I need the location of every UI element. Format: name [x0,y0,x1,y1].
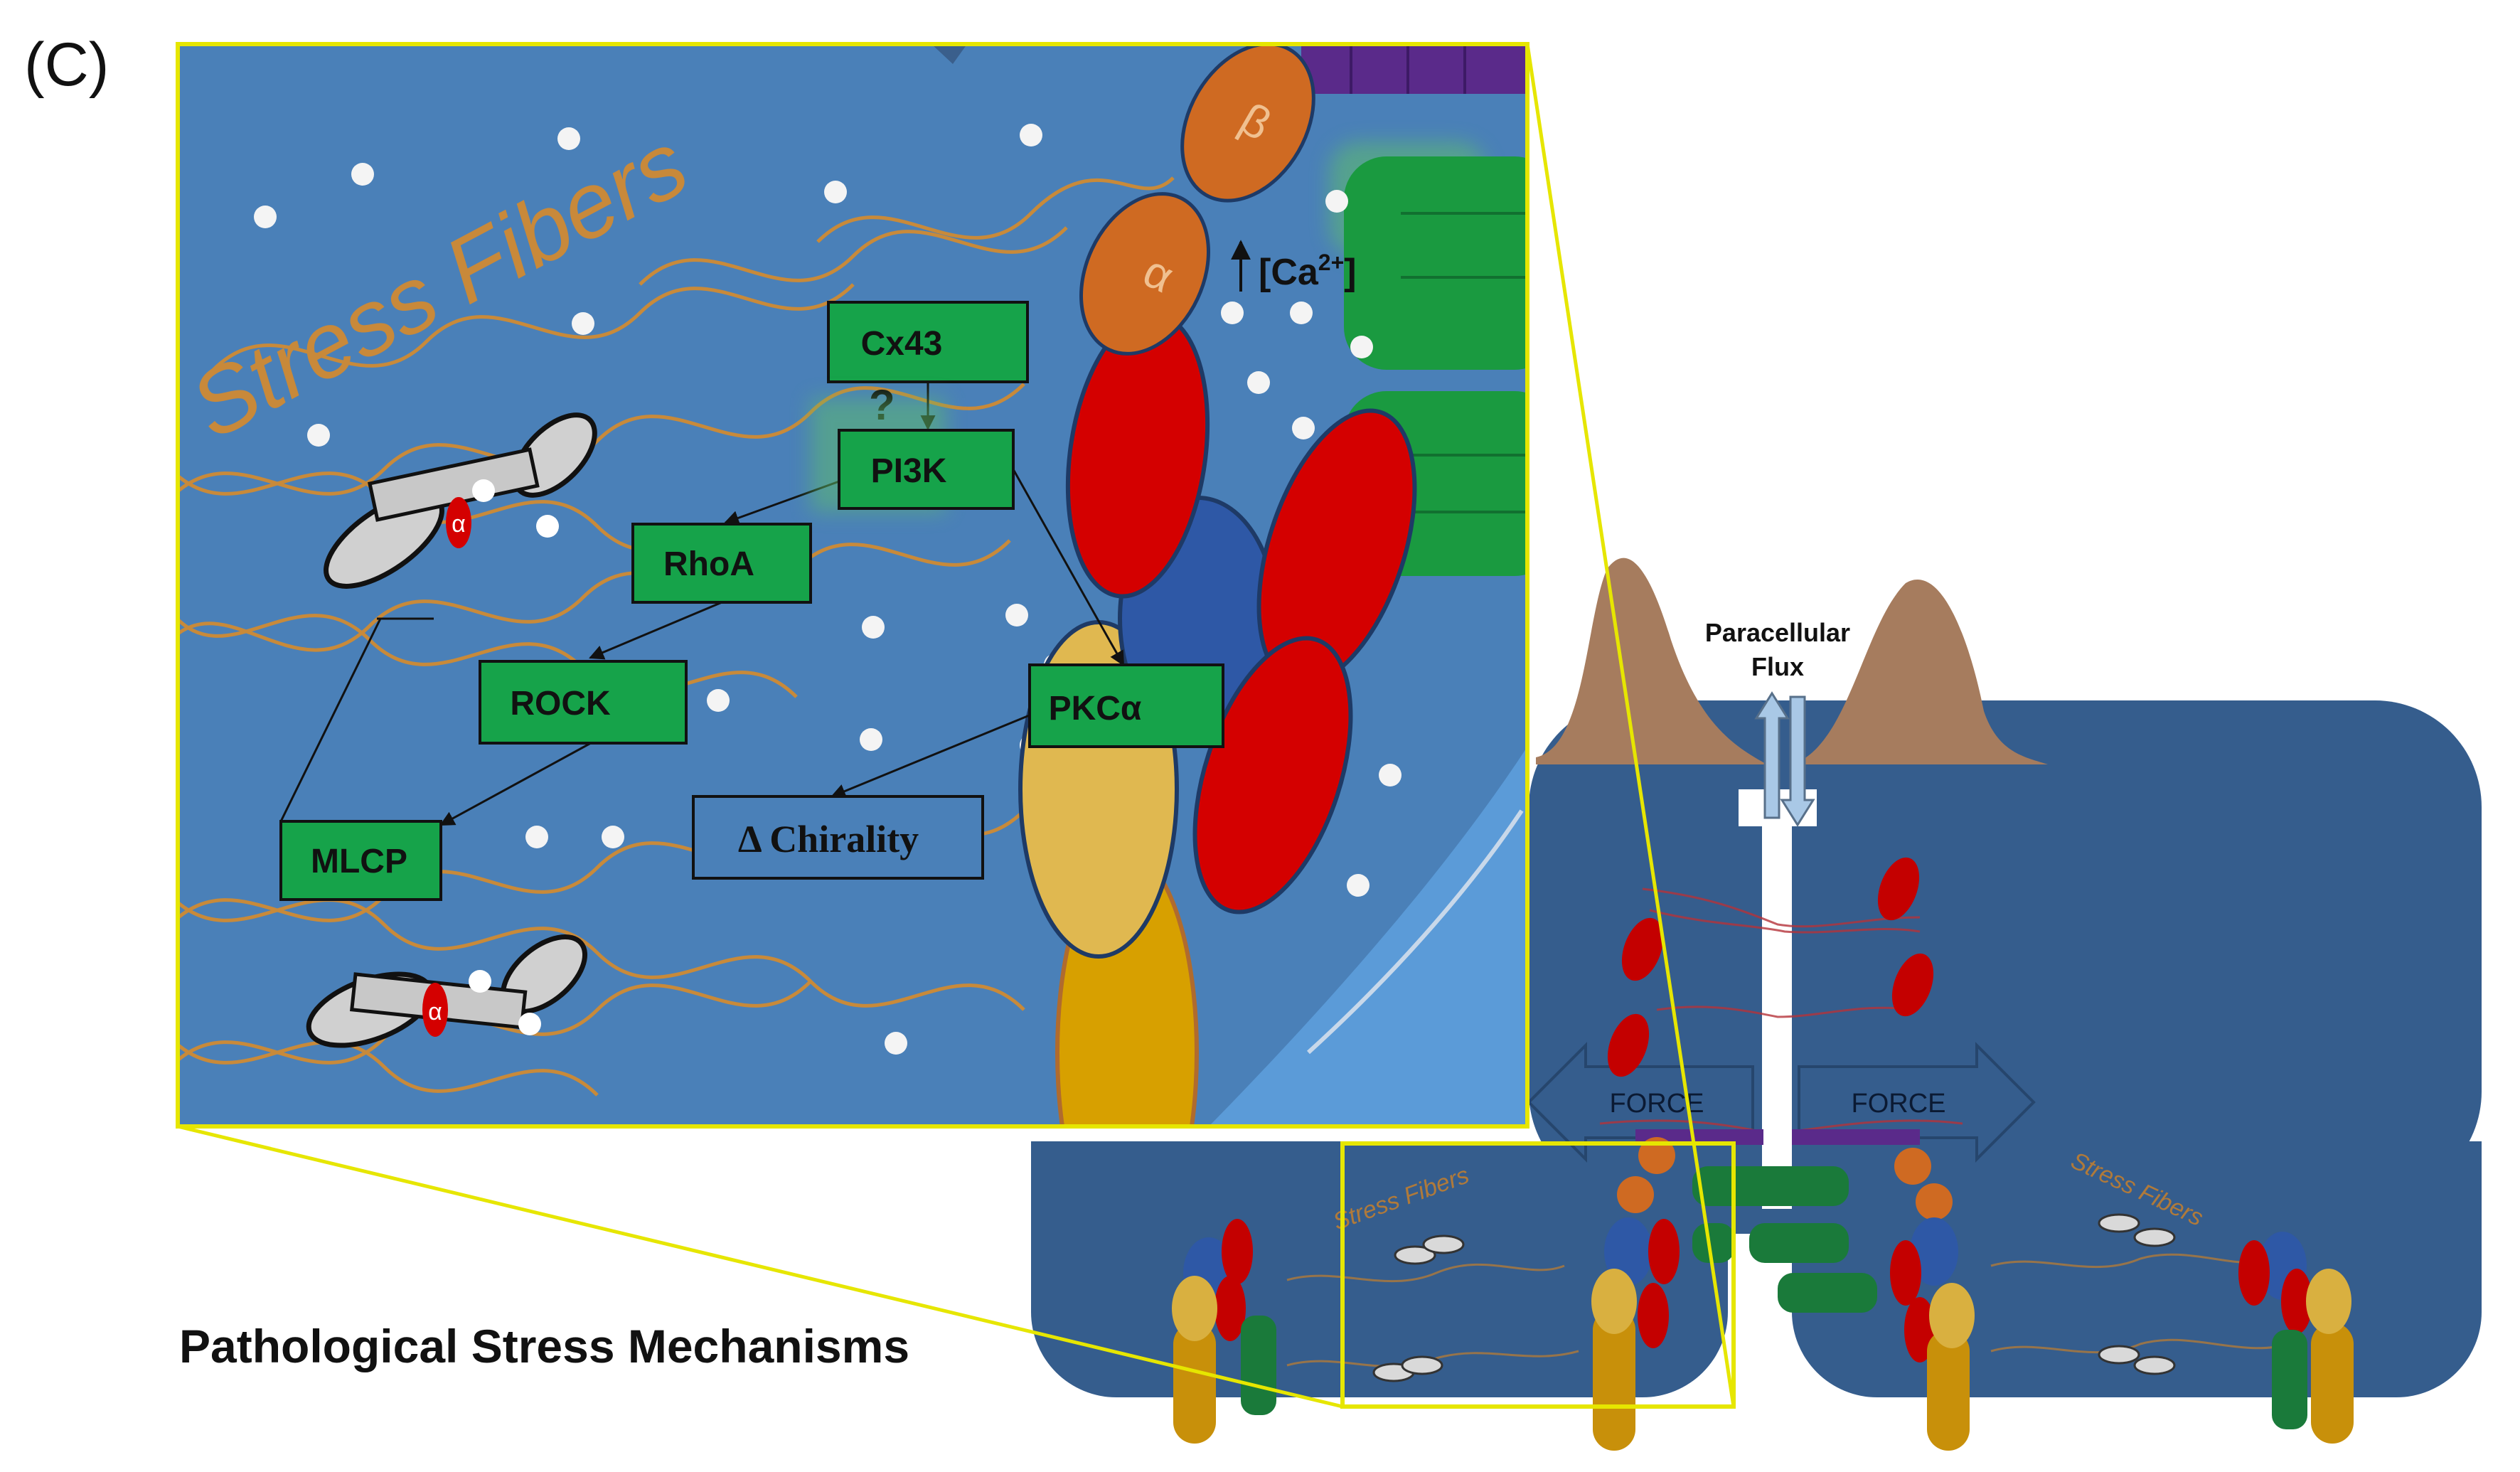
junction-protein [1607,1013,1650,1077]
mini-myosin [1372,1213,2176,1382]
subunit-beads [1617,1137,1953,1220]
node-pi3k: PI3K [811,398,1015,512]
node-rock-label: ROCK [510,685,611,722]
integrin-cluster-4 [2238,1232,2354,1444]
node-mlcp: MLCP [279,820,442,901]
junction-protein [1621,917,1664,981]
paracellular-gap [1762,789,1792,1209]
mini-fibers [1286,1253,2290,1368]
zoom-region-box [1340,1141,1736,1409]
microvillus-left [1536,558,1767,764]
node-pi3k-label: PI3K [871,452,947,490]
integrin-cluster-1 [1172,1219,1276,1444]
pathway-arrows [279,380,1125,826]
calcium-label: [Ca [1259,252,1319,293]
node-pkc: PKCα [1028,663,1224,748]
paracellular-label-line2: Flux [1751,652,1804,681]
node-rock: ROCK [479,660,688,745]
myosin-head-label: α [452,511,466,538]
inset-border [176,42,1529,1129]
node-mlcp-label: MLCP [311,843,407,880]
junction-protein [1877,857,1920,921]
microvillus-right [1792,579,2048,764]
node-rhoa-label: RhoA [663,545,754,583]
myosin-motor-bottom: α [306,934,588,1048]
myosin-motor-top: α [324,412,597,589]
myosin-head-label: α [428,998,442,1025]
zoom-inset: Stress Fibers α α [176,42,1529,1129]
paracellular-flux-arrows [1754,691,1815,827]
node-cx43-label: Cx43 [861,325,943,363]
ion-channel-subunits: α β [1079,44,1315,356]
node-pkc-label: PKCα [1049,690,1142,727]
force-label-right: FORCE [1852,1089,1946,1119]
calcium-increase: [Ca2+] [1231,240,1357,293]
integrin-cluster-3 [1890,1217,1975,1451]
panel-label: (C) [24,31,110,99]
svg-text:[Ca2+]: [Ca2+] [1259,250,1357,293]
node-rhoa: RhoA [631,523,812,604]
integrin-cluster-2 [1591,1217,1680,1451]
node-chirality-label: Δ Chirality [738,818,919,860]
junction-protein [1891,953,1934,1017]
membrane-bar [1301,44,1527,94]
calcium-superscript: 2+ [1318,250,1344,275]
calcium-close: ] [1344,252,1356,293]
figure-caption: Pathological Stress Mechanisms [179,1320,910,1372]
node-cx43: Cx43 [827,301,1029,383]
zoom-connectors [177,43,1736,1409]
paracellular-label-line1: Paracellular [1705,618,1850,647]
node-chirality: Δ Chirality [692,795,984,880]
cell-overview: Paracellular Flux FORCE FORCE [1031,558,2482,1451]
